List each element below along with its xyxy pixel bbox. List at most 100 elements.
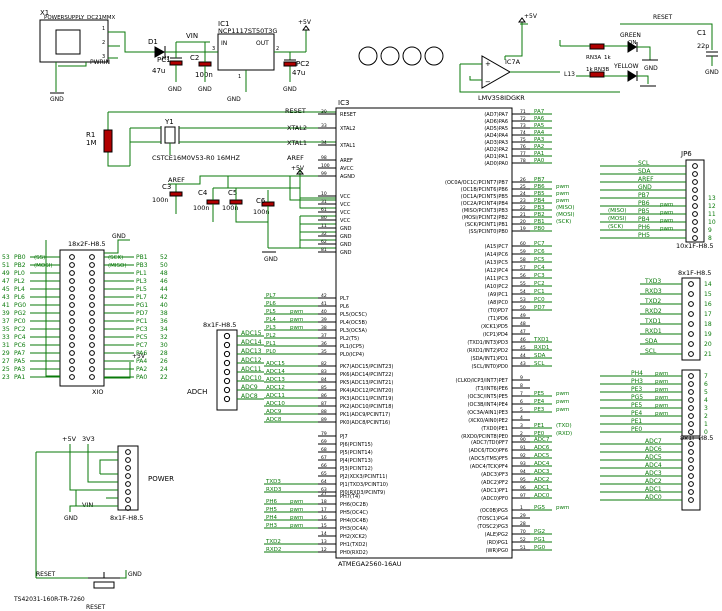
ic3-pin-name: (RD)PG1 <box>487 540 508 546</box>
ic3-pin-name: VCC <box>340 210 351 216</box>
adch-net-label: ADC9 <box>241 384 258 391</box>
ic3-pin-name: AVCC <box>340 166 354 172</box>
ic3-pin-num: 64 <box>321 479 327 485</box>
pwmh-net-label: PE5 <box>631 402 642 409</box>
ic3-pin-num: 21 <box>520 212 526 218</box>
ic3-pin-num: 100 <box>321 163 330 169</box>
ic3-pin-num: 31 <box>321 199 327 205</box>
pwmh-net-label: PE1 <box>631 418 642 425</box>
ic3-pin-num: 68 <box>321 447 327 453</box>
ic3-right-net-label: ADC4 <box>534 461 550 467</box>
pc1-ref: PC1 <box>157 56 171 64</box>
ic3-pin-num: 33 <box>321 123 327 129</box>
ic3-left-net-label: PL2 <box>266 333 276 339</box>
xio-right-number: 28 <box>160 350 168 357</box>
x1-pwrin: PWRIN <box>90 59 110 66</box>
ic3-pin-name: PL5(OC5C) <box>340 312 367 318</box>
xio-left-number: 27 <box>2 358 10 365</box>
ic3-right-net-label: PG2 <box>534 529 545 535</box>
adcl-net-label: ADC6 <box>645 446 662 453</box>
xio-right-net: PC7 <box>136 342 148 349</box>
power-plus5v: +5V <box>62 435 77 443</box>
ic3-pin-num: 26 <box>520 177 526 183</box>
ic3-pin-name: VCC <box>340 218 351 224</box>
ic3-part: ATMEGA2560-16AU <box>338 560 402 568</box>
ic3-pin-num: 49 <box>520 313 526 319</box>
jp6-spi-tag: (MOSI) <box>608 216 626 222</box>
ic3-pin-num: 94 <box>520 469 526 475</box>
pwmh-pin-number: 3 <box>704 405 708 412</box>
adcl-net-label: ADC2 <box>645 478 662 485</box>
ic3-pin-num: 79 <box>321 431 327 437</box>
xio-right-net: PA6 <box>136 350 147 357</box>
ic3-pin-name: PH2(XCK2) <box>340 534 367 540</box>
vin-label: VIN <box>186 32 198 40</box>
led-on-label: ON <box>628 40 636 46</box>
adch-net-label: ADC13 <box>241 348 262 355</box>
ic3-right-net-label: PB4 <box>534 198 545 204</box>
ic3-right-net-label: PA4 <box>534 130 545 136</box>
ic3-pin-name: (AD2)PA2 <box>484 147 508 153</box>
rn3a-ref: RN3A <box>586 55 601 61</box>
c4-ref: C4 <box>198 189 208 197</box>
xio-right-net: PB3 <box>136 262 148 269</box>
jp6-net-label: PH6 <box>638 224 650 231</box>
comm-pin-number: 20 <box>704 341 712 348</box>
ic3-right-net-label: PB7 <box>534 177 545 183</box>
resistor-rn3b: 1k RN3B <box>586 67 609 78</box>
ic3-pin-name: (TXD0)PE1 <box>481 426 508 432</box>
ic3-right-net-label: PB0 <box>534 226 545 232</box>
ic3-left-net-label: RXD3 <box>266 487 282 493</box>
ic3-right-net-label: PE5 <box>534 391 545 397</box>
ic3-pin-name: PK1(ADC9/PCINT17) <box>340 412 390 418</box>
jp6-pin-number: 11 <box>708 211 716 218</box>
ic3-pin-name: XTAL1 <box>340 143 355 149</box>
ic3-pin-num: 90 <box>520 437 526 443</box>
d1-ref: D1 <box>148 38 158 46</box>
ic3-pin-num: 73 <box>520 123 526 129</box>
xio-right-net: PL5 <box>136 286 147 293</box>
ic3-pin-name: (AD5)PA5 <box>484 126 508 132</box>
xio-right-number: 26 <box>160 358 168 365</box>
xio-right-number: 38 <box>160 310 168 317</box>
xio-right-number: 36 <box>160 318 168 325</box>
plus5v-c6-label: +5V <box>291 165 305 172</box>
ic3-pin-name: (SS/PCINT0)PB0 <box>468 229 508 235</box>
ic3-left-net-label: PL3 <box>266 325 276 331</box>
x1-pin3: 3 <box>102 54 105 60</box>
xio-right-net: PL7 <box>136 294 147 301</box>
ic3-pin-name: PJ3(PCINT12) <box>340 466 373 472</box>
ic3-pin-num: 47 <box>520 329 526 335</box>
ic3-pin-num: 12 <box>321 547 327 553</box>
c6-value: 100n <box>253 208 270 216</box>
pwm-tag: pwm <box>660 210 673 216</box>
ic3-pin-num: 67 <box>321 455 327 461</box>
pc2-ref: PC2 <box>296 60 310 68</box>
ic1-pin2: 2 <box>276 46 279 52</box>
ic3-func-tag: pwm <box>556 505 569 511</box>
ic3-pin-num: 8 <box>520 383 523 389</box>
jp6-net-label: SCL <box>638 160 650 167</box>
ic3-left-net-label: ADC11 <box>266 393 285 399</box>
xio-ref: XIO <box>92 388 104 396</box>
xio-left-net: PG0 <box>14 302 26 309</box>
ic3-pin-name: PK5(ADC13/PCINT21) <box>340 380 393 386</box>
r1-ref: R1 <box>86 131 95 139</box>
xio-left-number: 47 <box>2 278 10 285</box>
ic3-pin-name: (XCK0/AIN0)PE2 <box>468 418 508 424</box>
ic3-pin-num: 62 <box>321 239 327 245</box>
pwmh-pin-number: 7 <box>704 373 708 380</box>
pwmh-net-label: PE0 <box>631 426 642 433</box>
ic3-pin-name: RESET <box>340 112 357 118</box>
adcl-net-label: ADC3 <box>645 470 662 477</box>
ic3-pin-name: PK3(ADC11/PCINT19) <box>340 396 393 402</box>
led-yellow: YELLOW <box>613 63 639 82</box>
pwm-tag: pwm <box>655 379 668 385</box>
ic3-pin-name: (TXD1/INT3)PD3 <box>467 340 508 346</box>
ic3-pin-name: XTAL2 <box>340 126 355 132</box>
x1-pin2: 2 <box>102 40 105 46</box>
ic3-pin-num: 11 <box>321 223 327 229</box>
comm-net-label: TXD1 <box>644 318 661 325</box>
comm-net-label: RXD2 <box>645 308 662 315</box>
